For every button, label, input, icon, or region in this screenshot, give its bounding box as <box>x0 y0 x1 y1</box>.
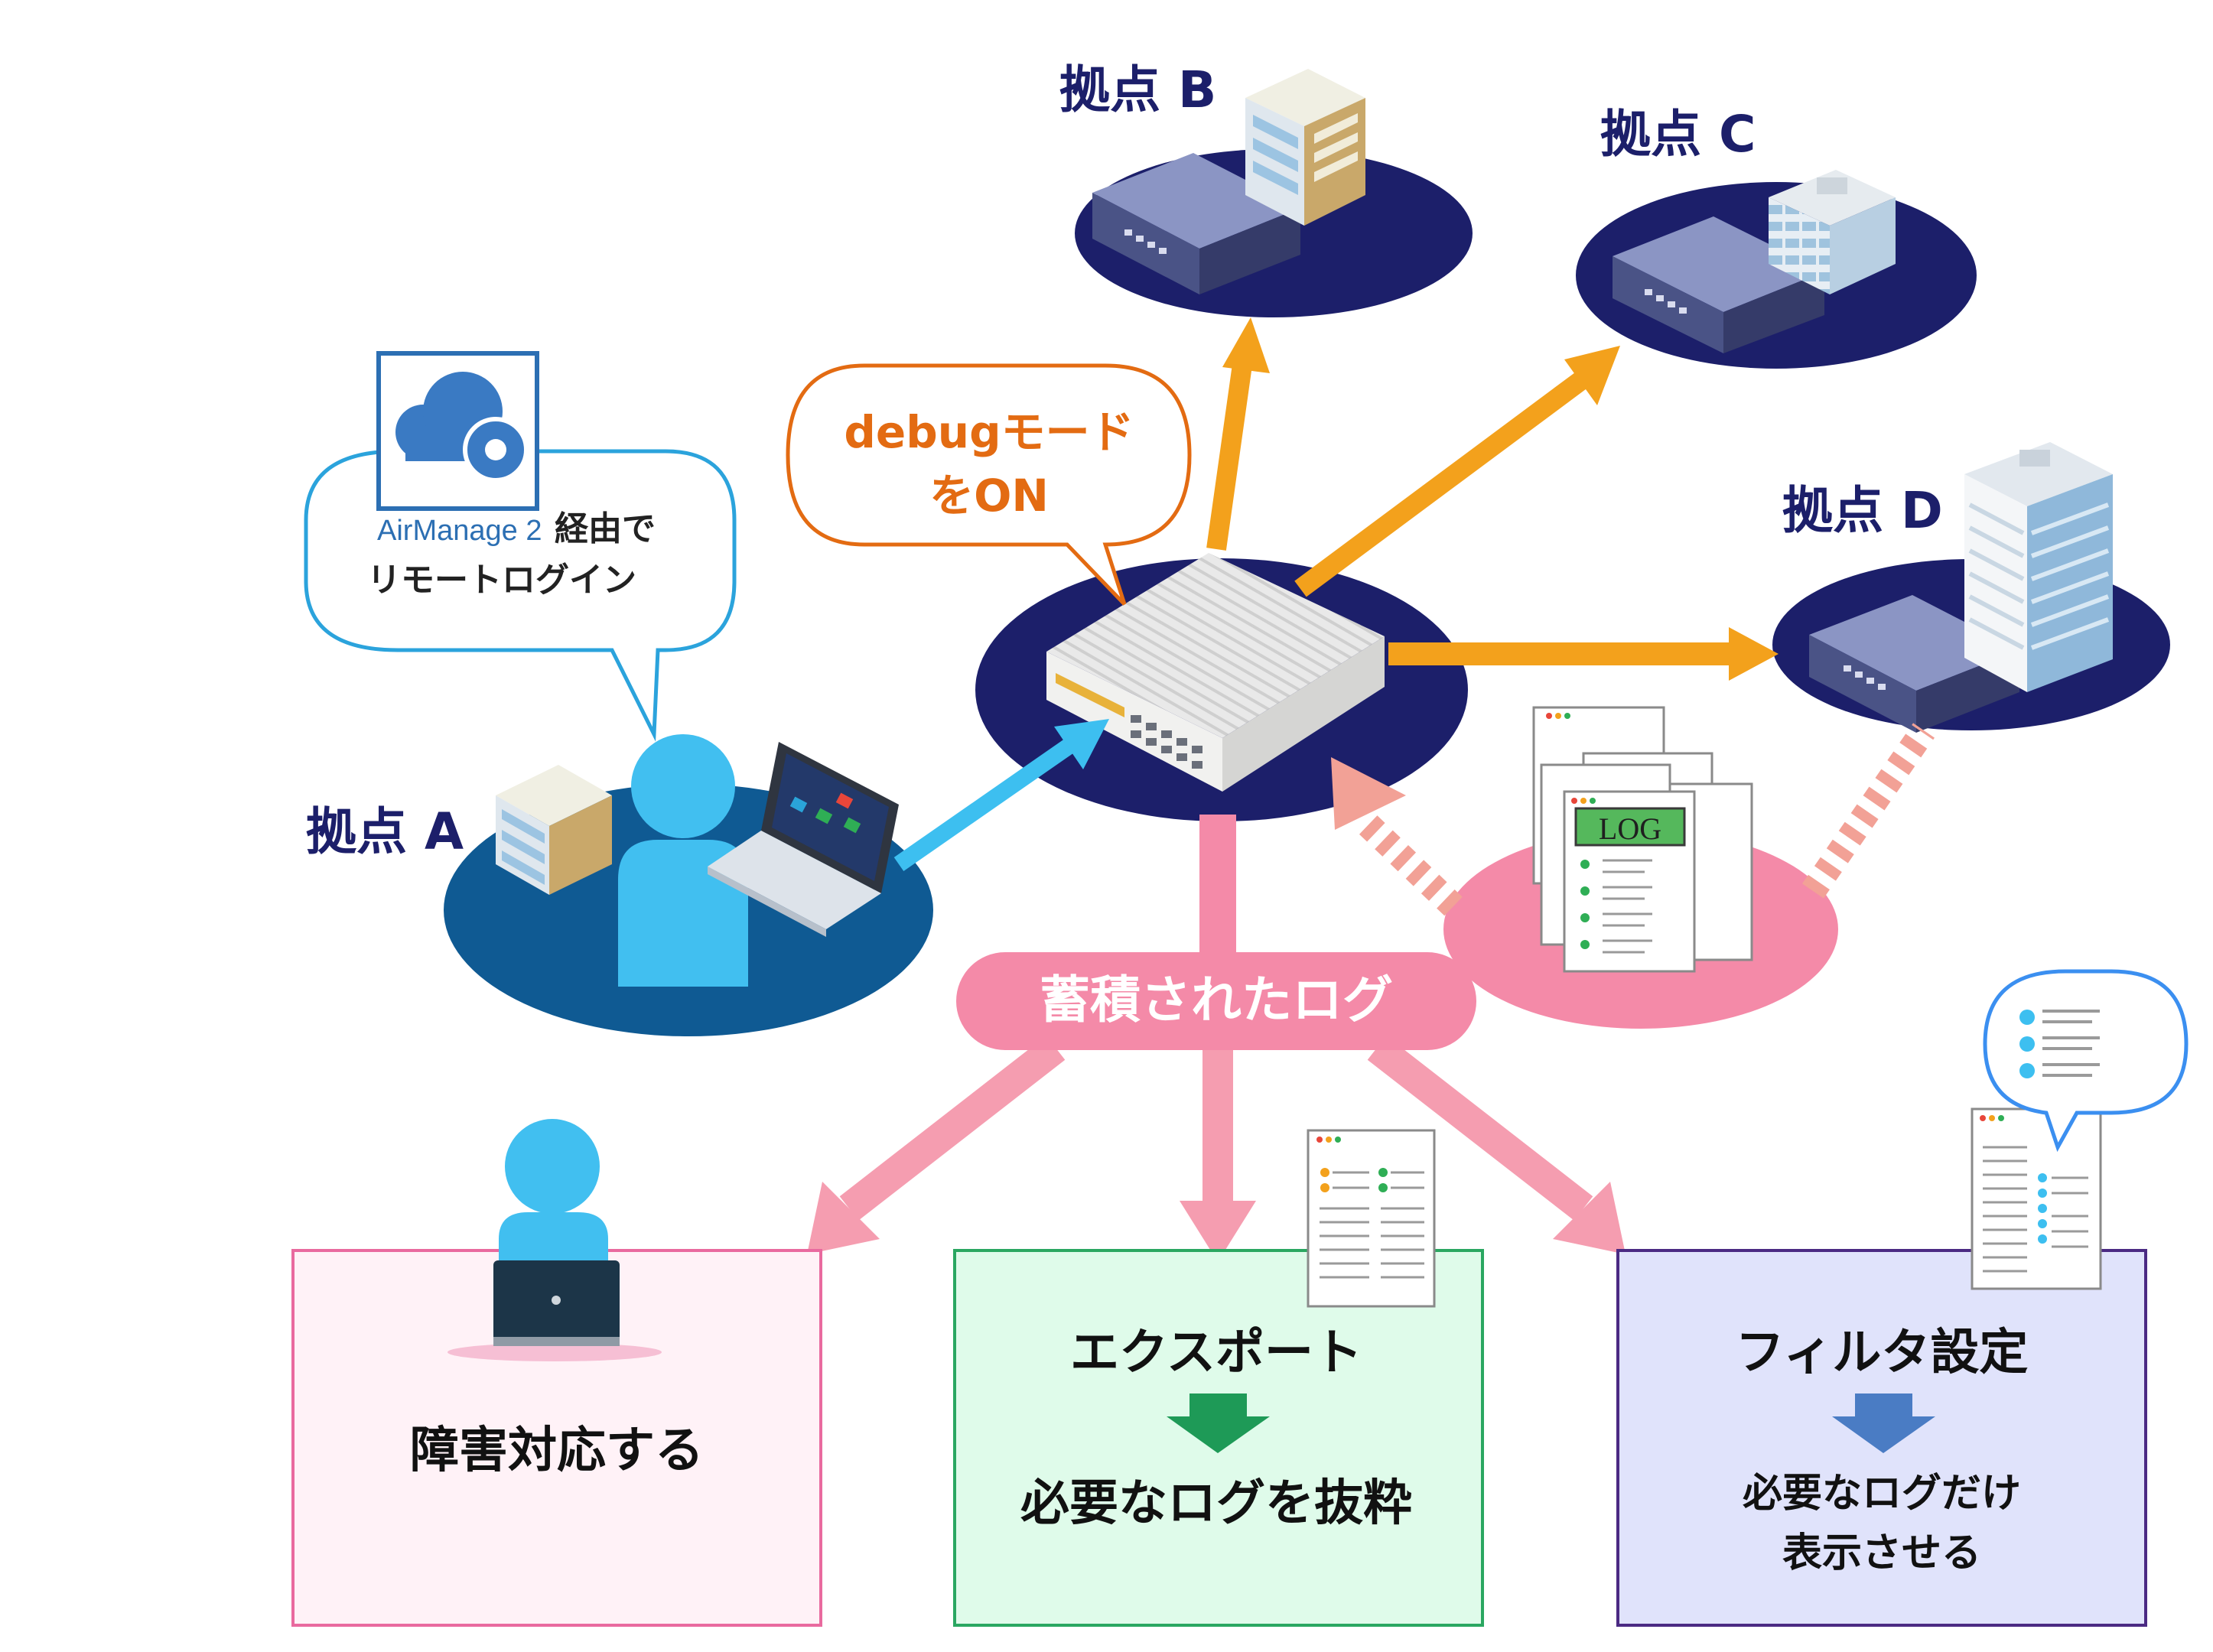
site-a-building <box>496 765 612 895</box>
debug-line2: をON <box>929 470 1049 522</box>
debug-line1: debugモード <box>844 406 1134 458</box>
export-document-icon <box>1307 1129 1436 1308</box>
site-b-building <box>1245 69 1365 226</box>
incident-label: 障害対応する <box>410 1423 704 1479</box>
remote-login-line2: リモートログイン <box>367 561 636 600</box>
log-collection-flow <box>1331 723 1935 916</box>
log-documents-stack <box>1532 706 1753 973</box>
accumulated-logs-pill <box>956 952 1476 1050</box>
log-distribution-arrows <box>807 815 1626 1262</box>
site-b-router <box>1092 153 1300 294</box>
site-b-label: 拠点 B <box>1059 60 1216 119</box>
remote-login-bubble <box>304 449 737 742</box>
remote-login-line1: 経由で <box>555 509 656 548</box>
export-down-arrow <box>1167 1393 1270 1453</box>
site-d-label: 拠点 D <box>1782 481 1943 540</box>
filter-title: フィルタ設定 <box>1736 1325 2029 1381</box>
log-doc-label: LOG <box>1599 811 1661 846</box>
connection-arrows <box>1206 317 1779 681</box>
site-d-building <box>1964 442 2113 692</box>
filter-document-icon <box>1971 1107 2102 1290</box>
filter-result-line2: 表示させる <box>1782 1530 1981 1576</box>
filter-bubble-icon <box>1983 969 2189 1153</box>
laptop-icon <box>708 742 899 937</box>
airmanage-app-icon <box>376 351 539 511</box>
export-result: 必要なログを抜粋 <box>1020 1475 1412 1532</box>
accumulated-logs-label: 蓄積されたログ <box>1040 971 1393 1029</box>
operator-person-icon <box>447 1119 662 1361</box>
site-c-label: 拠点 C <box>1600 105 1756 164</box>
site-c-router <box>1613 216 1824 353</box>
site-a-label: 拠点 A <box>306 802 464 861</box>
filter-result-line1: 必要なログだけ <box>1743 1471 2021 1517</box>
export-title: エクスポート <box>1070 1325 1362 1381</box>
remote-access-arrow <box>893 719 1109 872</box>
debug-mode-bubble <box>786 363 1192 606</box>
filter-down-arrow <box>1832 1393 1935 1453</box>
central-router-appliance <box>1046 553 1385 792</box>
airmanage-name: AirManage 2 <box>377 515 542 547</box>
site-c-building <box>1769 170 1896 294</box>
